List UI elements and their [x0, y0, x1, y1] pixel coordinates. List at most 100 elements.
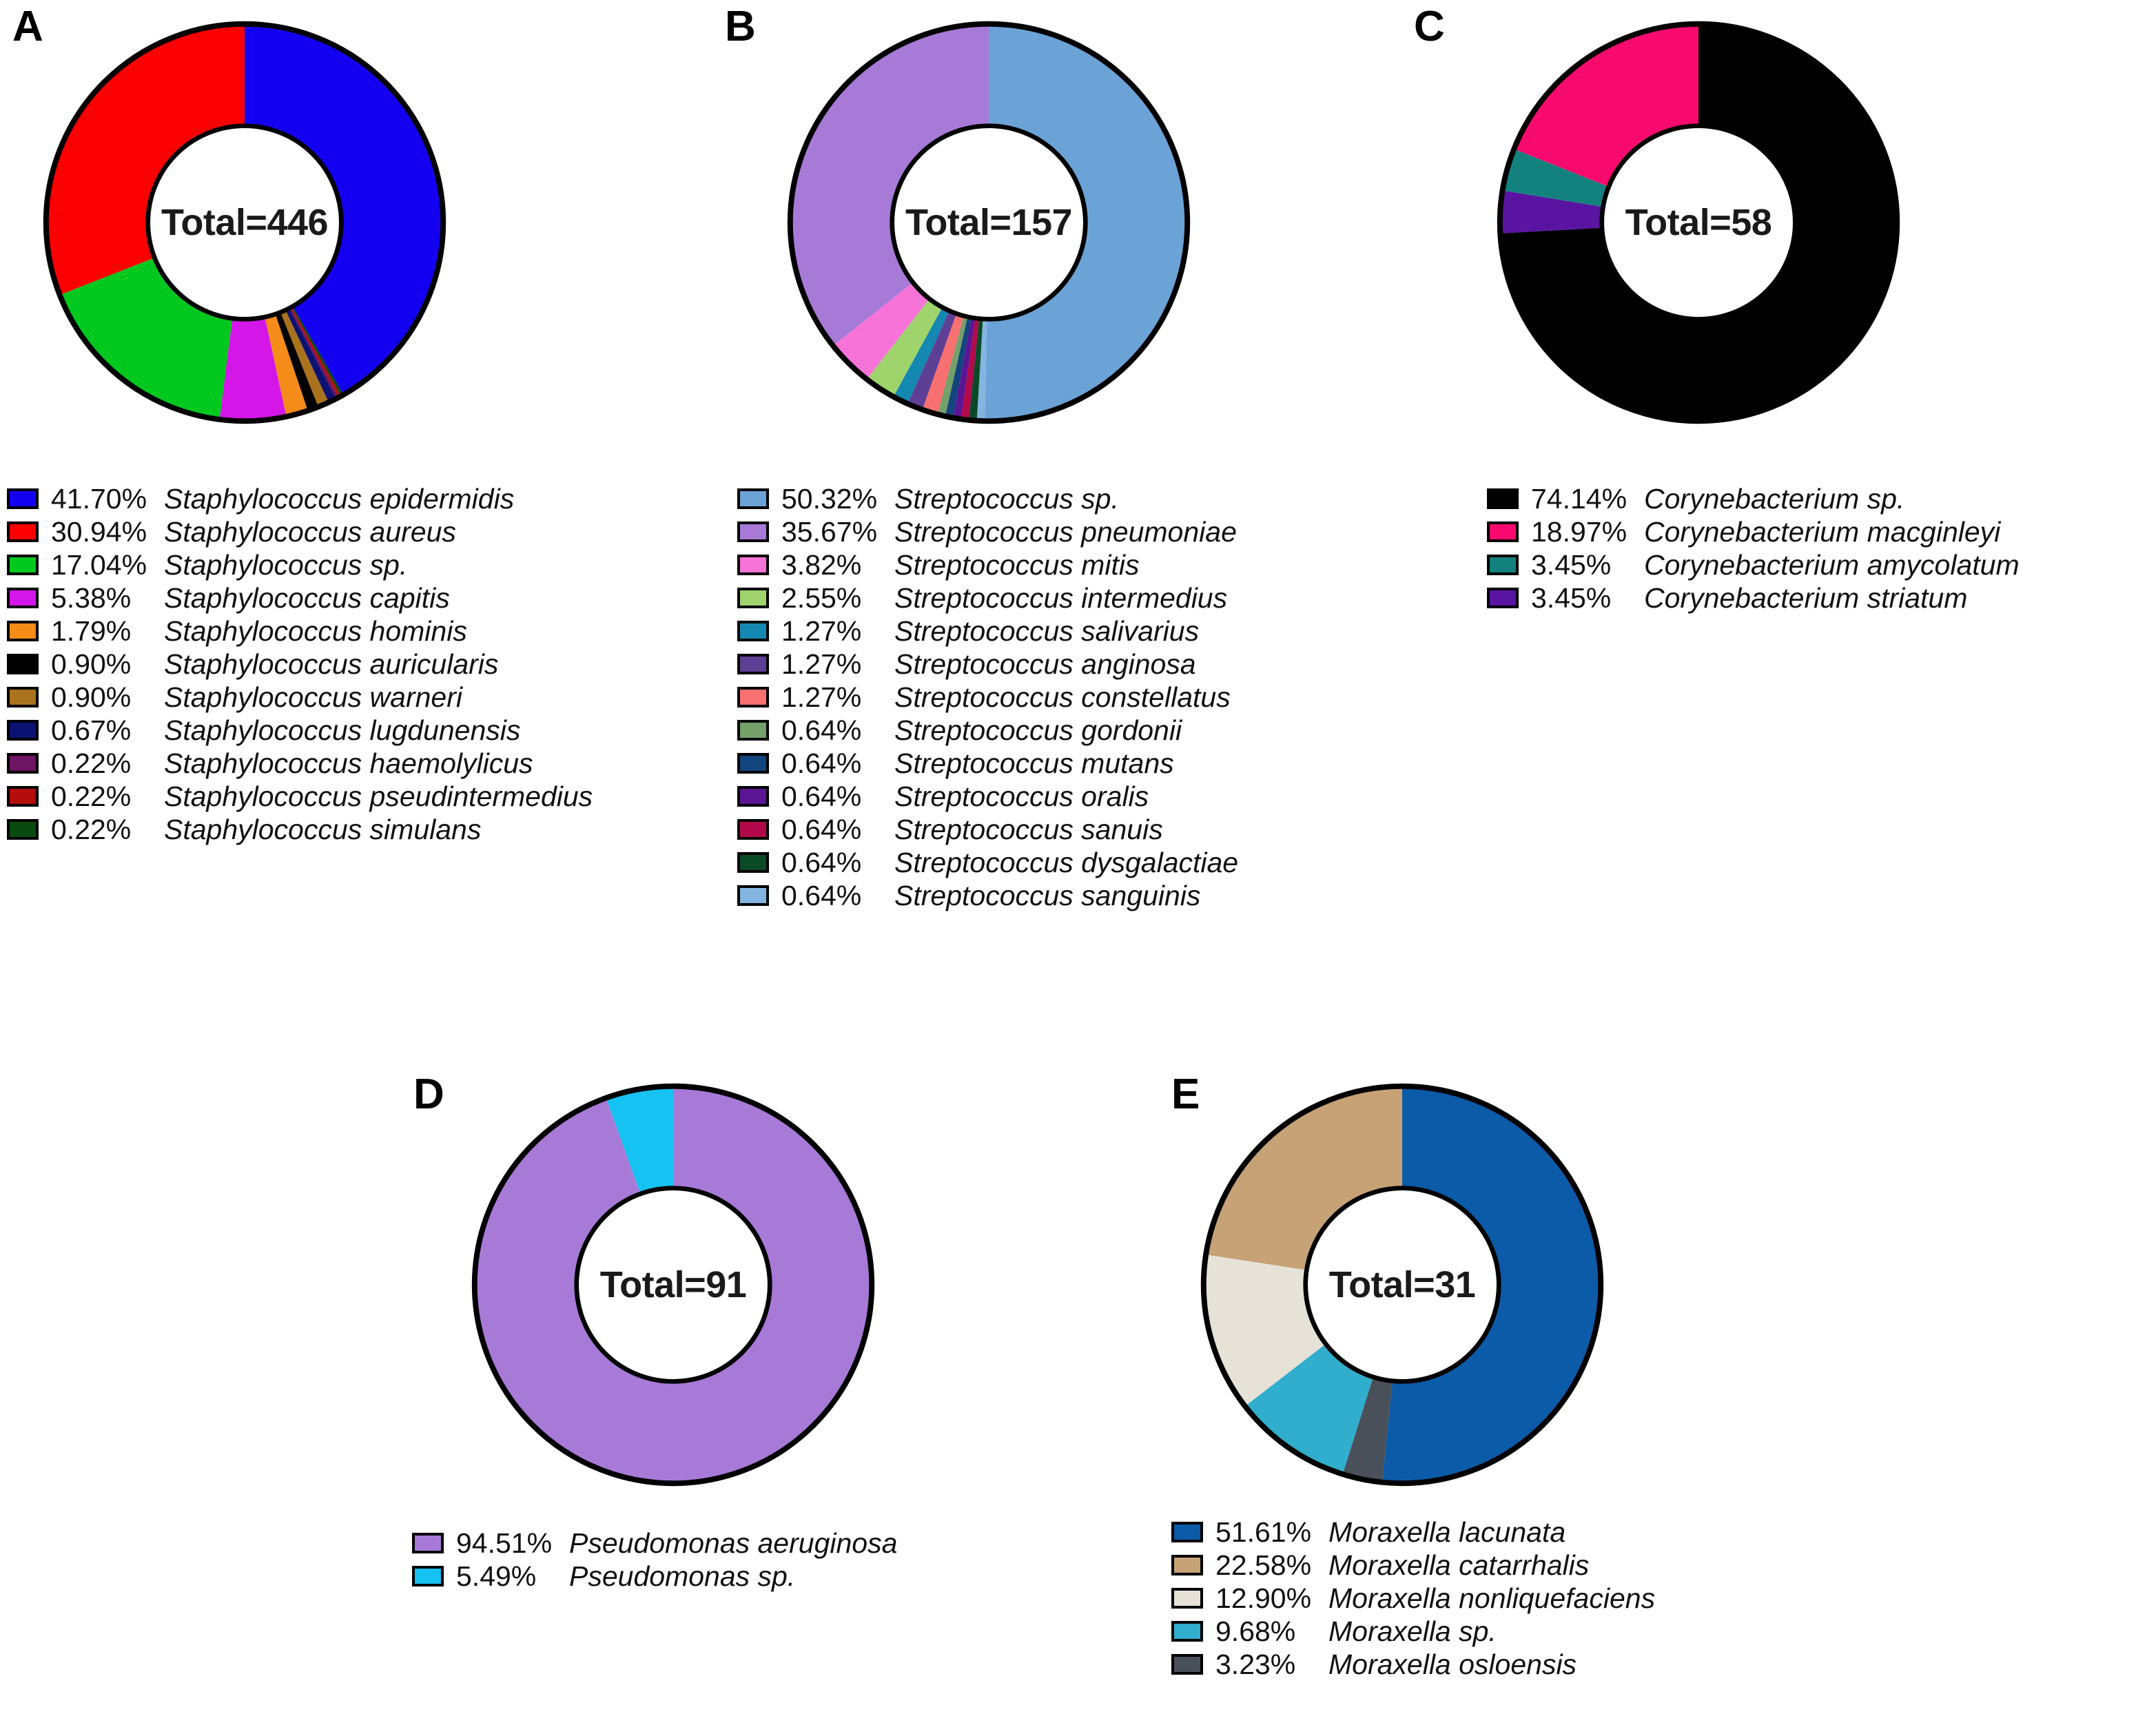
legend-color-swatch — [412, 1533, 444, 1553]
legend-percent: 0.90% — [51, 648, 132, 680]
legend-species-name: Streptococcus constellatus — [894, 681, 1231, 713]
legend-item[interactable]: 18.97%Corynebacterium macginleyi — [1487, 515, 2020, 548]
legend-item[interactable]: 3.23% Moraxella osloensis — [1171, 1648, 1655, 1681]
donut-slice — [285, 308, 336, 403]
legend-item[interactable]: 0.90%Staphylococcus auricularis — [7, 648, 593, 681]
legend-item[interactable]: 74.14%Corynebacterium sp. — [1487, 482, 2020, 515]
legend-species-name: Pseudomonas aeruginosa — [569, 1527, 898, 1559]
legend-color-swatch — [7, 720, 39, 741]
donut-slice — [1342, 1376, 1393, 1482]
legend-item[interactable]: 94.51%Pseudomonas aeruginosa — [412, 1527, 897, 1560]
donut-svg-e — [1200, 1083, 1604, 1487]
legend-percent: 5.38% — [51, 581, 132, 614]
legend-item[interactable]: 1.79%Staphylococcus hominis — [7, 614, 593, 648]
legend-percent: 3.45% — [1531, 581, 1612, 614]
legend-item[interactable]: 0.90% Staphylococcus warneri — [7, 681, 593, 714]
legend-item[interactable]: 0.22%Staphylococcus haemolylicus — [7, 747, 593, 780]
legend-species-name: Streptococcus mitis — [894, 548, 1140, 581]
donut-slices-a — [45, 23, 444, 422]
legend-item[interactable]: 5.49%Pseudomonas sp. — [412, 1560, 897, 1593]
legend-item[interactable]: 0.64%Streptococcus mutans — [737, 747, 1238, 780]
legend-percent: 41.70% — [51, 482, 147, 515]
donut-slice — [1245, 1343, 1373, 1474]
legend-item[interactable]: 0.67%Staphylococcus lugdunensis — [7, 714, 593, 747]
donut-slices-c — [1499, 23, 1898, 422]
donut-slice — [937, 316, 968, 417]
legend-item[interactable]: 0.22%Staphylococcus simulans — [7, 813, 593, 846]
legend-item[interactable]: 0.64%Streptococcus sanguinis — [737, 879, 1238, 912]
legend-item[interactable]: 12.90%Moraxella nonliquefaciens — [1171, 1582, 1655, 1615]
legend-species-name: Streptococcus sanuis — [894, 813, 1163, 845]
legend-item[interactable]: 2.55%Streptococcus intermedius — [737, 581, 1238, 614]
legend-item[interactable]: 9.68%Moraxella sp. — [1171, 1615, 1655, 1648]
donut-slice — [1382, 1086, 1601, 1484]
legend-percent: 0.64% — [781, 780, 862, 812]
legend-item[interactable]: 22.58%Moraxella catarrhalis — [1171, 1549, 1655, 1582]
legend-species-name: Corynebacterium amycolatum — [1644, 548, 2020, 581]
donut-slice — [969, 318, 983, 421]
legend-percent: 0.90% — [51, 681, 132, 713]
legend-color-swatch — [737, 521, 769, 542]
legend-item[interactable]: 5.38% Staphylococcus capitis — [7, 581, 593, 614]
legend-item[interactable]: 0.22%Staphylococcus pseudintermedius — [7, 780, 593, 813]
donut-svg-c — [1497, 21, 1900, 424]
donut-slice — [291, 306, 344, 396]
legend-item[interactable]: 1.27% Streptococcus constellatus — [737, 681, 1238, 714]
legend-b: 50.32%Streptococcus sp.35.67%Streptococc… — [737, 482, 1238, 912]
legend-species-name: Streptococcus salivarius — [894, 614, 1200, 647]
legend-species-name: Streptococcus dysgalactiae — [894, 846, 1239, 878]
legend-percent: 30.94% — [51, 515, 147, 548]
legend-color-swatch — [737, 555, 769, 575]
legend-item[interactable]: 17.04%Staphylococcus sp. — [7, 548, 593, 581]
legend-species-name: Moraxella osloensis — [1328, 1648, 1577, 1680]
legend-item[interactable]: 35.67%Streptococcus pneumoniae — [737, 515, 1238, 548]
legend-species-name: Staphylococcus capitis — [164, 581, 450, 614]
donut-svg-d — [471, 1083, 875, 1487]
legend-item[interactable]: 0.64%Streptococcus sanuis — [737, 813, 1238, 846]
legend-percent: 22.58% — [1215, 1549, 1312, 1581]
legend-color-swatch — [1171, 1522, 1203, 1542]
legend-color-swatch — [1171, 1555, 1203, 1575]
legend-percent: 0.67% — [51, 714, 132, 746]
legend-species-name: Staphylococcus simulans — [164, 813, 482, 845]
legend-color-swatch — [737, 654, 769, 674]
legend-percent: 1.27% — [781, 681, 862, 713]
legend-item[interactable]: 0.64%Streptococcus dysgalactiae — [737, 846, 1238, 879]
donut-slice — [833, 282, 930, 380]
legend-item[interactable]: 3.45%Corynebacterium amycolatum — [1487, 548, 2020, 581]
donut-slice — [245, 23, 444, 395]
legend-color-swatch — [737, 753, 769, 774]
legend-item[interactable]: 1.27%Streptococcus anginosa — [737, 648, 1238, 681]
legend-item[interactable]: 0.64%Streptococcus gordonii — [737, 714, 1238, 747]
donut-outline-d — [471, 1083, 875, 1487]
donut-slice — [961, 318, 979, 420]
legend-percent: 0.22% — [51, 747, 132, 779]
legend-color-swatch — [412, 1566, 444, 1587]
donut-slice — [907, 311, 957, 410]
donut-slice — [474, 1086, 872, 1484]
donut-svg-b — [787, 21, 1191, 424]
legend-species-name: Moraxella lacunata — [1328, 1516, 1566, 1548]
legend-percent: 3.23% — [1215, 1648, 1296, 1680]
legend-percent: 51.61% — [1215, 1516, 1312, 1548]
donut-slice — [1502, 149, 1609, 207]
legend-percent: 0.22% — [51, 780, 132, 812]
legend-item[interactable]: 3.82%Streptococcus mitis — [737, 548, 1238, 581]
donut-slice — [790, 23, 989, 347]
legend-item[interactable]: 30.94%Staphylococcus aureus — [7, 515, 593, 548]
legend-color-swatch — [737, 687, 769, 707]
legend-species-name: Staphylococcus warneri — [164, 681, 462, 713]
legend-item[interactable]: 1.27%Streptococcus salivarius — [737, 614, 1238, 648]
donut-slice — [1500, 23, 1898, 422]
legend-item[interactable]: 51.61% Moraxella lacunata — [1171, 1516, 1655, 1549]
legend-item[interactable]: 50.32%Streptococcus sp. — [737, 482, 1238, 515]
legend-percent: 1.79% — [51, 614, 132, 647]
legend-item[interactable]: 3.45%Corynebacterium striatum — [1487, 581, 2020, 614]
donut-outline-b — [787, 21, 1191, 424]
legend-species-name: Streptococcus gordonii — [894, 714, 1182, 746]
legend-item[interactable]: 41.70%Staphylococcus epidermidis — [7, 482, 593, 515]
legend-species-name: Streptococcus intermedius — [894, 581, 1228, 614]
legend-item[interactable]: 0.64%Streptococcus oralis — [737, 780, 1238, 813]
legend-percent: 0.64% — [781, 879, 862, 911]
